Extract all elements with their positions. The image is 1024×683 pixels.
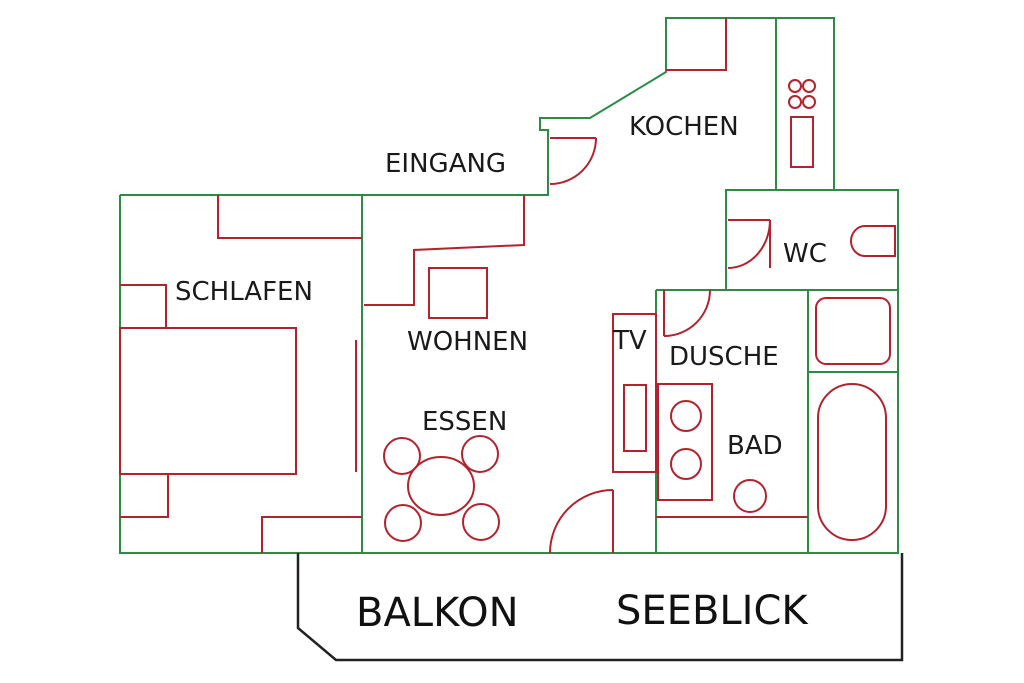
label-eingang: EINGANG bbox=[385, 149, 506, 179]
stove-burner-icon bbox=[802, 95, 816, 109]
label-wc: WC bbox=[783, 239, 827, 269]
tv-cabinet bbox=[612, 313, 657, 473]
dining-chair-icon bbox=[383, 437, 421, 475]
kitchen-sink bbox=[790, 116, 814, 168]
stove-burner-icon bbox=[788, 95, 802, 109]
nightstand-bottom bbox=[120, 474, 169, 518]
label-kochen: KOCHEN bbox=[629, 112, 739, 142]
dining-table bbox=[407, 456, 475, 516]
shower-tray bbox=[815, 297, 891, 365]
stove-burner-icon bbox=[802, 79, 816, 93]
dining-chair-icon bbox=[384, 504, 422, 542]
furniture bbox=[119, 18, 896, 554]
washbasin-icon bbox=[670, 400, 702, 432]
coffee-table bbox=[428, 267, 488, 319]
dining-chair-icon bbox=[461, 435, 499, 473]
label-tv: TV bbox=[612, 326, 647, 356]
dining-chair-icon bbox=[462, 503, 500, 541]
wall-wc bbox=[725, 189, 898, 290]
bedroom-dresser bbox=[261, 516, 362, 553]
bidet-icon bbox=[733, 479, 767, 513]
stove-burner-icon bbox=[788, 79, 802, 93]
balcony-door-swing bbox=[549, 489, 614, 554]
label-schlafen: SCHLAFEN bbox=[175, 277, 313, 307]
label-essen: ESSEN bbox=[422, 407, 507, 437]
living-wall-unit bbox=[364, 195, 525, 306]
bed bbox=[119, 327, 297, 475]
washbasin-icon bbox=[670, 448, 702, 480]
label-balkon: BALKON bbox=[356, 590, 519, 636]
wc-door-swing bbox=[727, 219, 771, 269]
label-bad: BAD bbox=[727, 431, 783, 461]
shower-door-swing bbox=[663, 289, 711, 337]
bathtub bbox=[817, 383, 887, 541]
entrance-door-swing bbox=[549, 137, 597, 185]
kitchen-cabinet bbox=[666, 18, 727, 71]
label-dusche: DUSCHE bbox=[669, 342, 779, 372]
bedroom-wardrobe bbox=[217, 195, 362, 239]
washbasin-counter bbox=[657, 383, 713, 501]
balcony-outline bbox=[296, 553, 904, 662]
label-seeblick: SEEBLICK bbox=[616, 588, 809, 634]
room-labels: EINGANG KOCHEN SCHLAFEN WOHNEN ESSEN TV … bbox=[175, 112, 827, 636]
label-wohnen: WOHNEN bbox=[407, 327, 528, 357]
toilet-icon bbox=[850, 225, 896, 257]
nightstand-top bbox=[120, 284, 167, 328]
outer-wall bbox=[119, 17, 899, 554]
tv-screen bbox=[623, 384, 647, 452]
